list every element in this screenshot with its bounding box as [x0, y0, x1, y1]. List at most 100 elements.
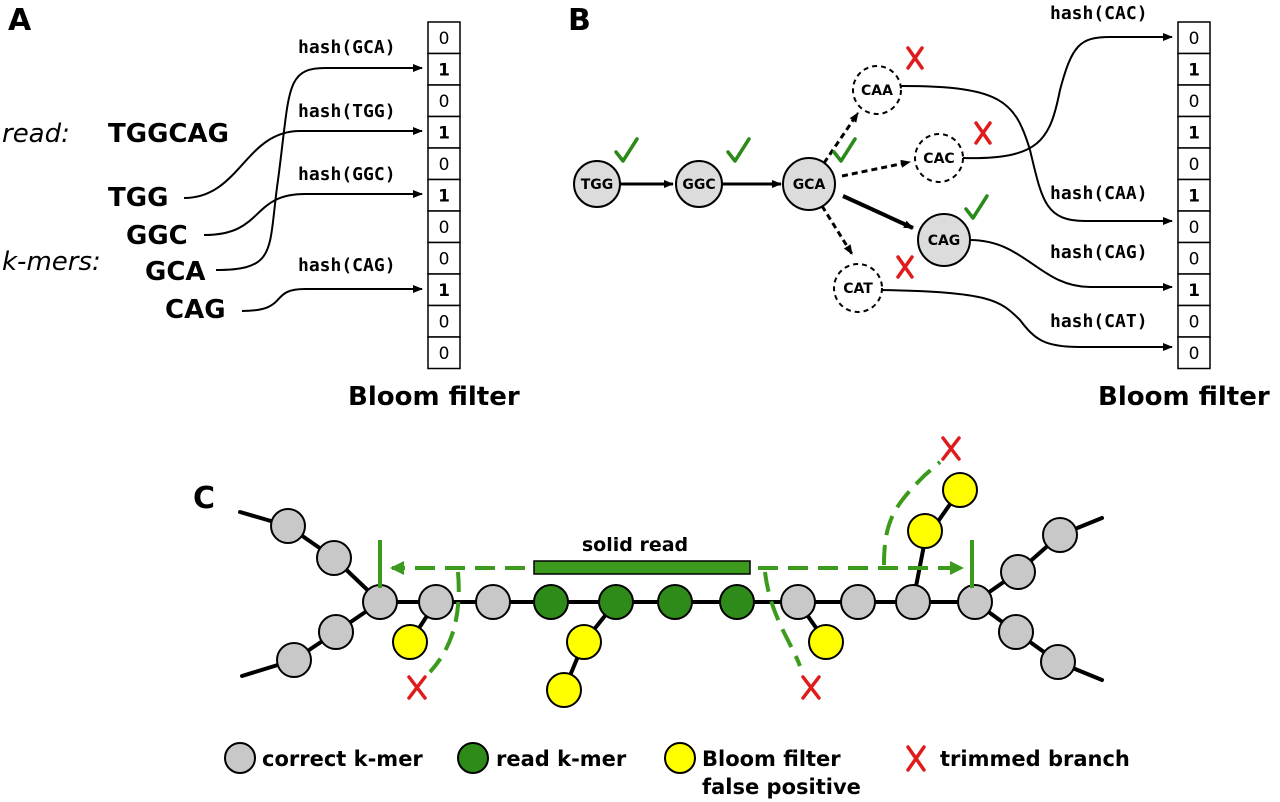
kmer-tgg: TGG — [108, 183, 168, 213]
bloom-bit: 0 — [439, 92, 450, 112]
bloom-cell — [427, 115, 461, 149]
read-kmer-node — [533, 584, 569, 620]
graph-nodes — [270, 472, 1078, 708]
bloom-bit: 0 — [1189, 29, 1200, 49]
kmer-gca: GCA — [145, 257, 206, 287]
node-cag-label: CAG — [928, 233, 961, 249]
legend-correct-label: correct k-mer — [262, 747, 423, 771]
node-ggc-label: GGC — [682, 177, 715, 193]
check-icon — [726, 137, 751, 163]
correct-kmer-node — [1040, 644, 1076, 680]
edge-gca-cag — [842, 194, 914, 230]
panel-c-letter: C — [193, 481, 215, 516]
read-kmer-node — [657, 584, 693, 620]
bloom-cell — [1177, 115, 1211, 149]
edge-gca-cat — [820, 205, 854, 255]
bloom-bit: 0 — [439, 218, 450, 238]
bloom-bit: 0 — [1189, 344, 1200, 364]
false-positive-node — [942, 472, 978, 508]
bloom-cell — [427, 21, 461, 55]
arrow-cag — [241, 285, 423, 312]
arrow-cag-b — [969, 239, 1173, 291]
bloom-cell — [1177, 21, 1211, 55]
bloom-bit: 1 — [438, 186, 450, 206]
arrow-cac — [962, 33, 1173, 160]
false-positive-node — [546, 672, 582, 708]
bloom-bit: 0 — [439, 344, 450, 364]
bloom-bit: 0 — [1189, 218, 1200, 238]
correct-kmer-node — [1042, 517, 1078, 553]
hash-label-cag-b: hash(CAG) — [1050, 242, 1148, 263]
node-cag: CAG — [917, 213, 971, 267]
correct-kmer-node — [276, 642, 312, 678]
bloom-bit: 1 — [1188, 123, 1200, 143]
cross-icon — [407, 675, 427, 700]
cross-icon — [896, 255, 914, 279]
check-icon — [964, 194, 989, 220]
node-cat-label: CAT — [843, 281, 873, 297]
node-cac-label: CAC — [923, 151, 954, 167]
legend-fp-label-2: false positive — [702, 775, 861, 799]
read-sequence: TGGCAG — [108, 119, 229, 149]
bloom-cell — [427, 147, 461, 181]
false-positive-node — [566, 624, 602, 660]
bloom-cell — [1177, 147, 1211, 181]
bloom-filter-a-title: Bloom filter — [348, 382, 520, 412]
correct-kmer-node — [362, 584, 398, 620]
bloom-filter-b-title: Bloom filter — [1098, 382, 1270, 412]
correct-kmer-node — [998, 614, 1034, 650]
node-ggc: GGC — [675, 160, 723, 208]
bloom-cell — [427, 336, 461, 370]
cross-icon — [906, 46, 924, 70]
bloom-bit: 1 — [1188, 281, 1200, 301]
check-icon — [614, 137, 639, 163]
bloom-bit: 1 — [1188, 60, 1200, 80]
panel-a-letter: A — [8, 3, 32, 38]
panel-c: C — [193, 436, 1104, 708]
false-positive-node — [392, 624, 428, 660]
node-gca: GCA — [782, 157, 836, 211]
bloom-bit: 0 — [439, 249, 450, 269]
hash-label-caa: hash(CAA) — [1050, 183, 1148, 204]
bloom-bit: 0 — [439, 29, 450, 49]
hash-label-cat: hash(CAT) — [1050, 311, 1148, 332]
bloom-cell — [427, 52, 461, 86]
legend-fp-label-1: Bloom filter — [702, 747, 841, 771]
correct-kmer-node — [957, 584, 993, 620]
read-label: read: — [2, 119, 70, 149]
kmer-ggc: GGC — [126, 221, 188, 251]
hash-label-cag: hash(CAG) — [298, 255, 396, 276]
bloom-bit: 0 — [439, 312, 450, 332]
extension-paths — [390, 460, 964, 674]
bloom-cell — [427, 84, 461, 118]
correct-kmer-node — [895, 584, 931, 620]
node-caa: CAA — [852, 65, 902, 115]
correct-kmer-node — [318, 614, 354, 650]
bloom-cell — [427, 210, 461, 244]
correct-kmer-node — [270, 508, 306, 544]
read-kmer-node — [598, 584, 634, 620]
correct-kmer-node — [780, 584, 816, 620]
correct-kmer-node — [1000, 554, 1036, 590]
hash-label-cac: hash(CAC) — [1050, 3, 1148, 24]
bloom-bit: 1 — [438, 60, 450, 80]
correct-kmer-node — [316, 540, 352, 576]
cross-icon — [801, 675, 821, 700]
correct-kmer-node — [418, 584, 454, 620]
bloom-bit: 1 — [438, 123, 450, 143]
false-positive-node — [907, 513, 943, 549]
bloom-cell — [1177, 336, 1211, 370]
arrow-gca — [215, 64, 423, 271]
legend-trimmed-label: trimmed branch — [940, 747, 1130, 771]
node-cat: CAT — [833, 263, 883, 313]
bloom-bit: 1 — [1188, 186, 1200, 206]
legend-cross-icon — [906, 745, 926, 772]
edge-gca-cac — [841, 159, 911, 178]
hash-label-tgg: hash(TGG) — [298, 101, 396, 122]
arrow-tgg — [183, 127, 423, 199]
panel-a: A read: TGGCAG k-mers: TGG GGC GCA CAG h… — [2, 3, 520, 412]
legend-read-label: read k-mer — [496, 747, 627, 771]
arrow-cat — [881, 289, 1173, 351]
